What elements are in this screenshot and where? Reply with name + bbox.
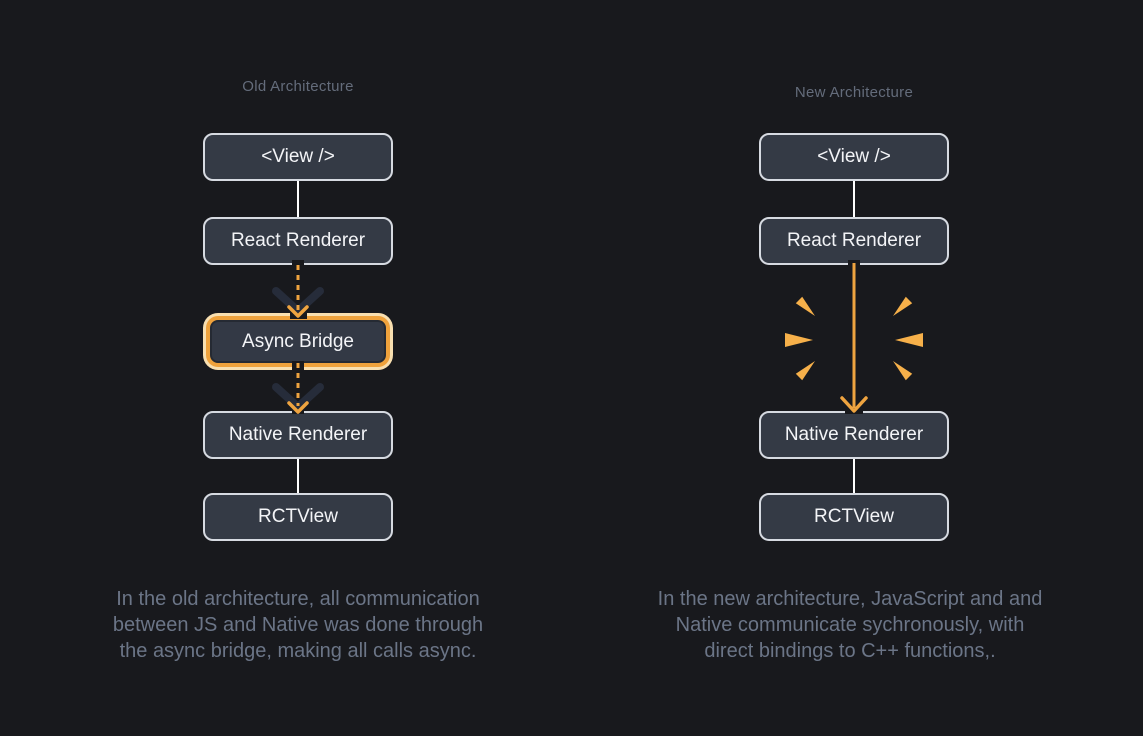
dashed-async-arrow-icon-1 [272, 265, 324, 318]
new-caption-line-2: Native communicate sychronously, with [675, 614, 1025, 636]
new-node-rctview-label: RCTView [814, 506, 894, 527]
old-caption-line-3: the async bridge, making all calls async… [119, 640, 477, 662]
old-node-view-label: <View /> [261, 146, 335, 167]
new-node-react-renderer: React Renderer [759, 217, 949, 265]
new-caption-line-3: direct bindings to C++ functions,. [704, 640, 996, 662]
old-caption-line-2: between JS and Native was done through [112, 614, 484, 636]
old-node-native-renderer: Native Renderer [203, 411, 393, 459]
new-architecture-caption: In the new architecture, JavaScript and … [630, 586, 1070, 664]
old-node-async-bridge-label: Async Bridge [242, 330, 354, 352]
async-bridge-orange-ring: Async Bridge [206, 316, 390, 367]
old-node-react-renderer: React Renderer [203, 217, 393, 265]
old-node-rctview-label: RCTView [258, 506, 338, 527]
dashed-async-arrow-icon-2 [272, 363, 324, 414]
new-caption-line-1: In the new architecture, JavaScript and … [657, 588, 1043, 610]
burst-left-icon [785, 296, 815, 381]
old-architecture-caption: In the old architecture, all communicati… [88, 586, 508, 664]
new-node-native-renderer: Native Renderer [759, 411, 949, 459]
new-architecture-title: New Architecture [794, 84, 914, 101]
new-node-view-label: <View /> [817, 146, 891, 167]
burst-right-icon [893, 296, 923, 381]
old-node-async-bridge: Async Bridge [210, 320, 386, 363]
new-node-view: <View /> [759, 133, 949, 181]
new-node-native-renderer-label: Native Renderer [784, 424, 924, 445]
sync-arrow-icon [840, 263, 868, 413]
old-node-react-renderer-label: React Renderer [230, 230, 366, 251]
new-node-react-renderer-label: React Renderer [786, 230, 922, 251]
old-node-view: <View /> [203, 133, 393, 181]
old-caption-line-1: In the old architecture, all communicati… [116, 588, 480, 610]
old-node-native-renderer-label: Native Renderer [228, 424, 368, 445]
old-node-rctview: RCTView [203, 493, 393, 541]
new-node-rctview: RCTView [759, 493, 949, 541]
old-node-async-bridge-highlight: Async Bridge [203, 313, 393, 370]
old-architecture-title: Old Architecture [242, 78, 354, 95]
